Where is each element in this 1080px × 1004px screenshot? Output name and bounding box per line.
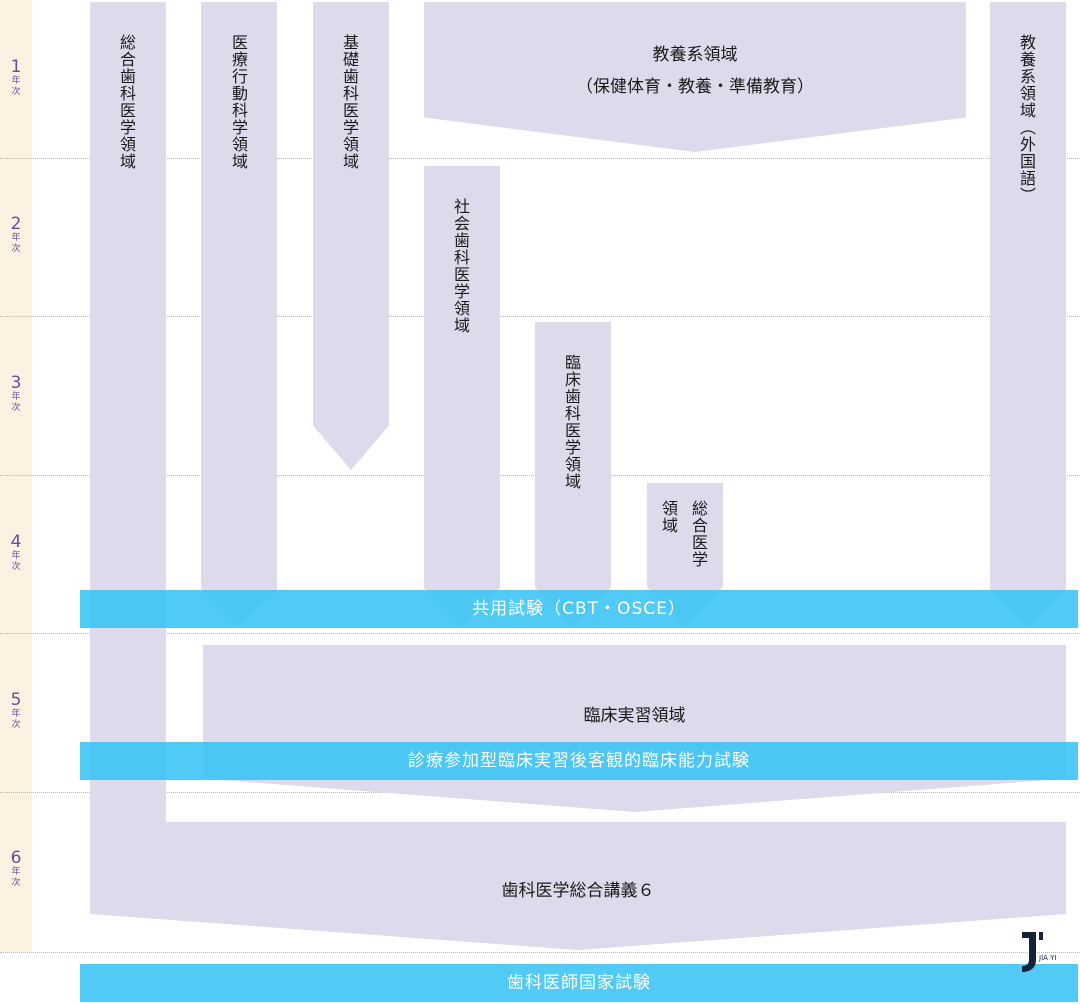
liberal-arts-subtitle: （保健体育・教養・準備教育） bbox=[576, 77, 814, 97]
general-medicine-label-line2: 領域 bbox=[659, 500, 678, 534]
behavioral-domain-label: 医療行動科学領域 bbox=[229, 34, 248, 170]
liberal-arts-domain-arrow bbox=[424, 2, 966, 152]
year-column bbox=[0, 0, 32, 952]
comprehensive-lecture-label: 歯科医学総合講義６ bbox=[501, 881, 655, 901]
jiayi-logo: JIA YI bbox=[1022, 932, 1056, 972]
liberal-arts-title: 教養系領域 bbox=[652, 45, 738, 65]
clinical-domain-arrow bbox=[535, 322, 611, 627]
general-medicine-label-line1: 総合医学 bbox=[689, 500, 708, 568]
year-separator bbox=[0, 316, 1080, 317]
general-dental-domain-label: 総合歯科医学領域 bbox=[117, 34, 136, 170]
clinical-training-domain-arrow bbox=[203, 645, 1066, 812]
basic-domain-label: 基礎歯科医学領域 bbox=[340, 34, 359, 170]
clinical-training-label: 臨床実習領域 bbox=[583, 706, 686, 726]
post-clinical-exam-band: 診療参加型臨床実習後客観的臨床能力試験 bbox=[80, 742, 1078, 780]
common-exam-band: 共用試験（CBT・OSCE） bbox=[80, 590, 1078, 628]
year-separator bbox=[0, 158, 1080, 159]
clinical-domain-label: 臨床歯科医学領域 bbox=[562, 354, 581, 490]
national-exam-band: 歯科医師国家試験 bbox=[80, 964, 1078, 1002]
year-separator bbox=[0, 952, 1080, 953]
logo-text: JIA YI bbox=[1038, 954, 1056, 962]
year-separator bbox=[0, 633, 1080, 634]
social-domain-label: 社会歯科医学領域 bbox=[451, 198, 470, 334]
behavioral-domain-arrow bbox=[201, 2, 277, 627]
foreign-language-domain-label: 教養系領域（外国語） bbox=[1017, 34, 1036, 204]
basic-domain-arrow bbox=[313, 2, 389, 470]
social-domain-arrow bbox=[424, 166, 500, 627]
foreign-language-domain-arrow bbox=[990, 2, 1066, 627]
